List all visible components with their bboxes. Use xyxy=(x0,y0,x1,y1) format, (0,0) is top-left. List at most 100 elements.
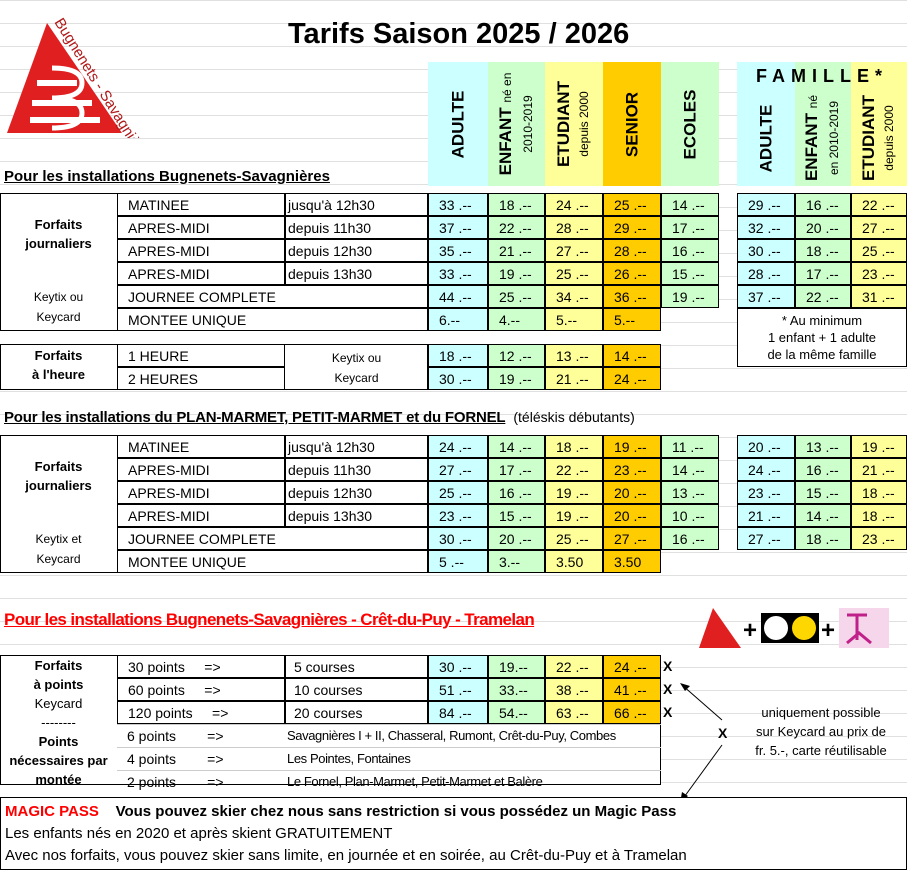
price-cell: 22 .-- xyxy=(488,216,545,239)
partner-logos-icon: + + xyxy=(699,608,889,648)
svg-text:+: + xyxy=(821,617,835,644)
header-ecoles: ECOLES xyxy=(661,62,719,186)
header-senior-text: SENIOR xyxy=(622,91,642,157)
price-cell: 25 .-- xyxy=(603,193,661,216)
points-lifts: Les Pointes, Fontaines xyxy=(285,747,661,770)
magic-pass-box: MAGIC PASS Vous pouvez skier chez nous s… xyxy=(0,797,907,870)
famille-price-cell: 21 .-- xyxy=(737,504,795,527)
famille-price-cell: 23 .-- xyxy=(851,527,907,550)
header-famille-etudiant-text: ETUDIANT xyxy=(859,95,878,181)
hour-price-cell: 14 .-- xyxy=(603,344,661,367)
famille-price-cell: 16 .-- xyxy=(795,458,851,481)
price-cell: 5.-- xyxy=(545,308,603,331)
row-label: MONTEE UNIQUE xyxy=(117,550,428,573)
price-cell: 30 .-- xyxy=(428,527,488,550)
price-cell: 25 .-- xyxy=(545,527,603,550)
famille-price-cell: 27 .-- xyxy=(737,527,795,550)
price-cell: 10 .-- xyxy=(661,504,719,527)
price-cell: 16 .-- xyxy=(661,239,719,262)
price-cell: 21 .-- xyxy=(488,239,545,262)
famille-price-cell: 18 .-- xyxy=(795,239,851,262)
points-mark: X xyxy=(663,681,673,697)
price-cell: 22 .-- xyxy=(545,458,603,481)
points-needed-label: 2 points => xyxy=(117,770,285,793)
row-time: jusqu'à 12h30 xyxy=(285,193,428,216)
row-label: JOURNEE COMPLETE xyxy=(117,527,428,550)
header-famille-adulte: ADULTE xyxy=(737,90,795,186)
row-label: MATINEE xyxy=(117,193,285,216)
section2-subtitle: (téléskis débutants) xyxy=(513,409,635,425)
magic-pass-label: MAGIC PASS xyxy=(5,803,99,820)
points-row-label: 120 points => xyxy=(117,701,285,724)
points-price-cell: 24 .-- xyxy=(603,655,661,678)
famille-price-cell: 14 .-- xyxy=(795,504,851,527)
section2-heading: Pour les installations du PLAN-MARMET, P… xyxy=(4,409,635,426)
price-cell: 27 .-- xyxy=(603,527,661,550)
header-famille-enfant-wrap: ENFANT né en 2010-2019 xyxy=(802,93,844,183)
points-price-cell: 84 .-- xyxy=(428,701,488,724)
price-cell: 4.-- xyxy=(488,308,545,331)
magic-line1: MAGIC PASS Vous pouvez skier chez nous s… xyxy=(5,802,676,822)
price-cell: 44 .-- xyxy=(428,285,488,308)
section2-title: Pour les installations du PLAN-MARMET, P… xyxy=(4,409,506,426)
points-mark: X xyxy=(663,658,673,674)
price-cell: 14 .-- xyxy=(661,193,719,216)
famille-price-cell: 30 .-- xyxy=(737,239,795,262)
hour-price-cell: 24 .-- xyxy=(603,367,661,390)
famille-price-cell: 17 .-- xyxy=(795,262,851,285)
points-lifts: Le Fornel, Plan-Marmet, Petit-Marmet et … xyxy=(285,770,661,793)
famille-price-cell: 29 .-- xyxy=(737,193,795,216)
price-cell: 6.-- xyxy=(428,308,488,331)
points-price-cell: 19.-- xyxy=(488,655,545,678)
row-label: MONTEE UNIQUE xyxy=(117,308,428,331)
header-famille-etudiant: ETUDIANT depuis 2000 xyxy=(851,90,907,186)
row-time: depuis 11h30 xyxy=(285,458,428,481)
points-price-cell: 51 .-- xyxy=(428,678,488,701)
hour-price-cell: 13 .-- xyxy=(545,344,603,367)
row-label: MATINEE xyxy=(117,435,285,458)
points-courses: 20 courses xyxy=(285,701,428,724)
points-price-cell: 63 .-- xyxy=(545,701,603,724)
points-price-cell: 66 .-- xyxy=(603,701,661,724)
famille-price-cell: 37 .-- xyxy=(737,285,795,308)
points-price-cell: 38 .-- xyxy=(545,678,603,701)
header-enfant-wrap: ENFANT né en 2010-2019 xyxy=(496,66,538,182)
note-mark: X xyxy=(718,725,728,741)
price-cell: 20 .-- xyxy=(603,504,661,527)
price-cell: 3.50 xyxy=(603,550,661,573)
price-cell: 17 .-- xyxy=(488,458,545,481)
header-famille-enfant: ENFANT né en 2010-2019 xyxy=(795,90,851,186)
points-price-cell: 54.-- xyxy=(488,701,545,724)
header-famille-etudiant-sub: depuis 2000 xyxy=(882,105,896,171)
points-courses: 5 courses xyxy=(285,655,428,678)
famille-price-cell: 25 .-- xyxy=(851,239,907,262)
hour-label: 1 HEURE xyxy=(117,344,285,367)
row-time: depuis 12h30 xyxy=(285,239,428,262)
points-lifts: Savagnières I + II, Chasseral, Rumont, C… xyxy=(285,724,661,747)
famille-price-cell: 23 .-- xyxy=(851,262,907,285)
header-enfant-text: ENFANT xyxy=(495,107,515,176)
hour-price-cell: 30 .-- xyxy=(428,367,488,390)
hour-price-cell: 12 .-- xyxy=(488,344,545,367)
price-cell: 24 .-- xyxy=(545,193,603,216)
header-etudiant-text: ETUDIANT xyxy=(554,81,573,167)
price-cell: 20 .-- xyxy=(488,527,545,550)
arrow-lines-icon xyxy=(680,683,723,803)
price-cell: 18 .-- xyxy=(545,435,603,458)
page-title: Tarifs Saison 2025 / 2026 xyxy=(288,18,630,50)
price-cell: 25 .-- xyxy=(545,262,603,285)
price-cell: 13 .-- xyxy=(661,481,719,504)
price-cell: 24 .-- xyxy=(428,435,488,458)
header-enfant: ENFANT né en 2010-2019 xyxy=(488,62,545,186)
price-cell: 19 .-- xyxy=(545,504,603,527)
row-label: APRES-MIDI xyxy=(117,504,285,527)
logo: Bugnenets - Savagnières xyxy=(2,8,192,167)
famille-price-cell: 31 .-- xyxy=(851,285,907,308)
hour-label: 2 HEURES xyxy=(117,367,285,390)
